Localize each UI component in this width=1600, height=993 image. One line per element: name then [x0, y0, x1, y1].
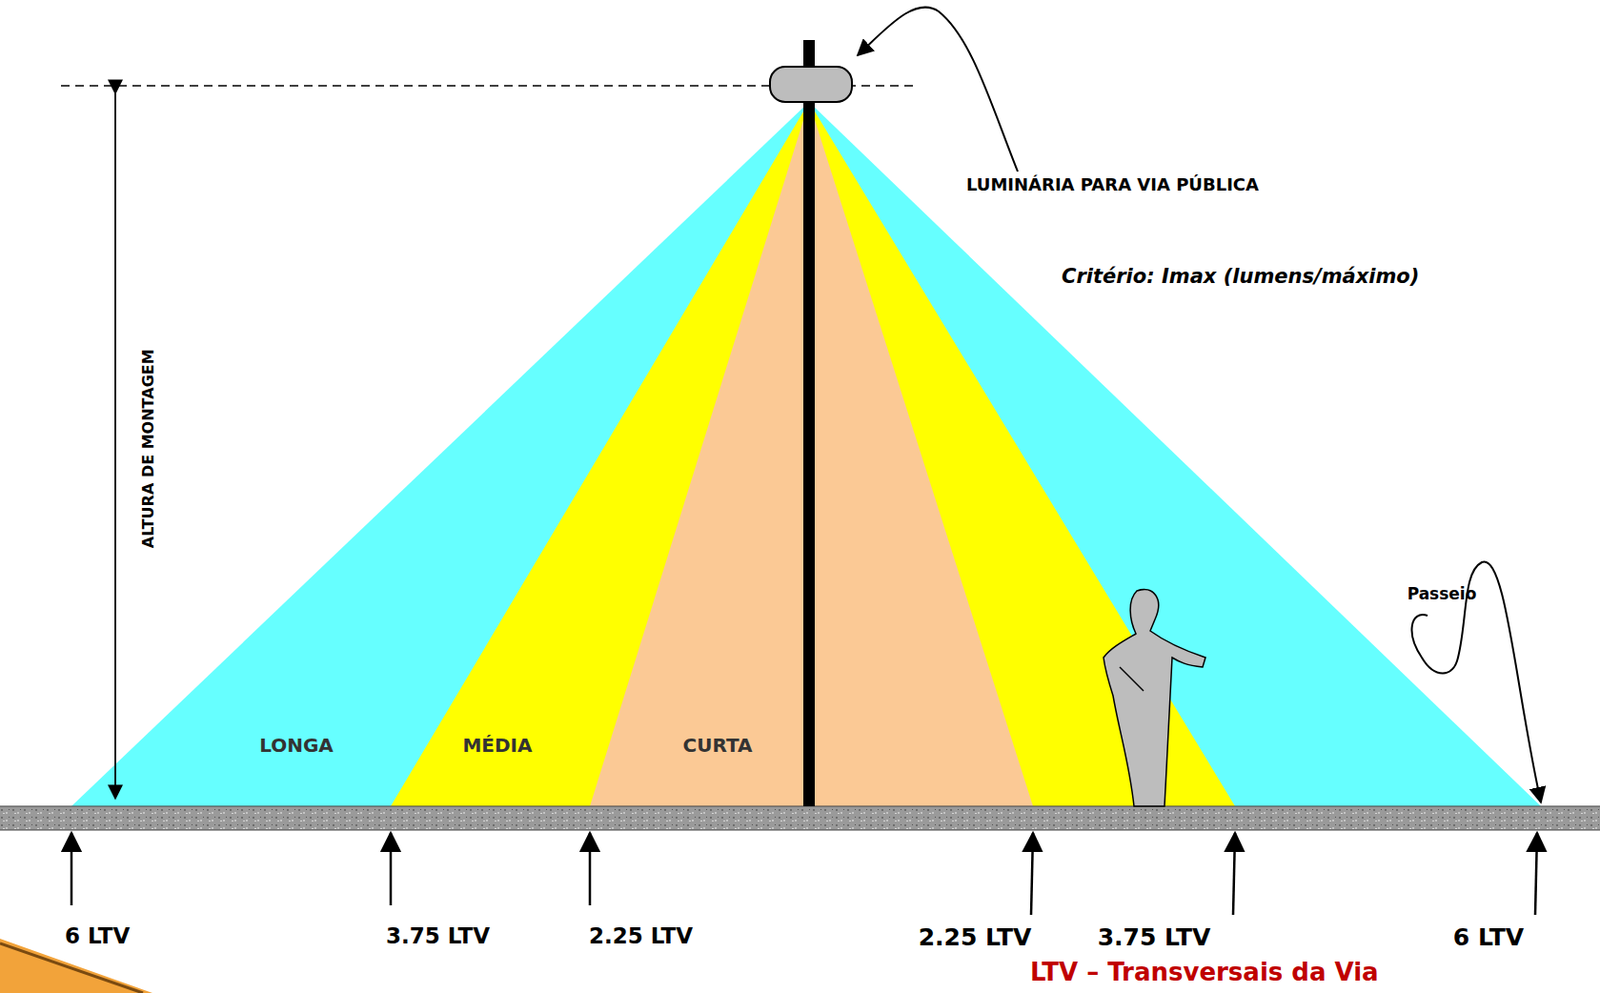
band-region: LONGA — [259, 734, 334, 756]
band-region: CURTA — [683, 734, 753, 756]
criterion-note: Critério: Imax (lumens/máximo) — [1061, 265, 1419, 288]
position-label: 6 LTV — [64, 924, 130, 949]
band-label: LONGA — [259, 734, 334, 756]
band-region: MÉDIA — [462, 734, 532, 756]
position-label: 6 LTV — [1453, 924, 1524, 952]
band-label: MÉDIA — [462, 734, 532, 756]
position-label: 2.25 LTV — [588, 924, 693, 949]
band-label: CURTA — [683, 734, 753, 756]
position-label: 2.25 LTV — [918, 924, 1033, 952]
position-label: 3.75 LTV — [1097, 924, 1212, 952]
callout-label: LUMINÁRIA PARA VIA PÚBLICA — [966, 175, 1259, 195]
footnote: LTV – Transversais da Via — [1030, 958, 1379, 987]
dimension-label: ALTURA DE MONTAGEM — [139, 349, 157, 549]
position-label: 3.75 LTV — [385, 924, 490, 949]
callout-label: Passeio — [1407, 585, 1478, 604]
